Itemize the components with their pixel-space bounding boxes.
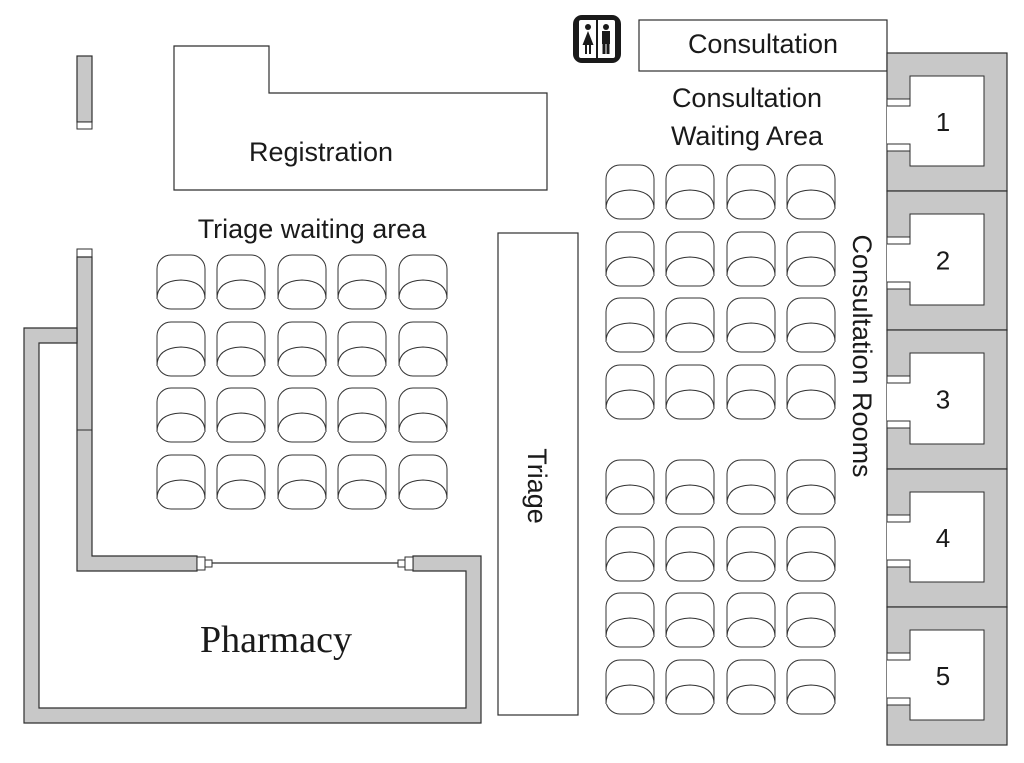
chair [665,164,715,220]
chair [156,321,206,377]
consultation-waiting-label-line2: Waiting Area [671,121,824,151]
room-number: 3 [936,385,950,415]
chair [216,254,266,310]
chair [726,659,776,715]
chair [786,231,836,287]
chair [337,321,387,377]
chair [605,592,655,648]
restroom-icon [573,15,621,63]
chair [605,459,655,515]
consultation-desk: Consultation [638,19,888,72]
consultation-room: 5 [886,606,1008,746]
consultation-room: 3 [886,329,1008,470]
chair [398,387,448,443]
triage-label: Triage [522,448,552,524]
top-left-wall-segment [76,55,93,130]
chair [277,454,327,510]
chair [337,387,387,443]
chair [337,254,387,310]
chair [665,297,715,353]
triage-desk: Triage [497,232,579,716]
triage-waiting-chairs [156,254,448,510]
chair [216,321,266,377]
chair [605,297,655,353]
chair [398,454,448,510]
registration-label: Registration [249,137,393,167]
pharmacy-label: Pharmacy [200,619,352,661]
chair [605,231,655,287]
chair [726,364,776,420]
chair [277,387,327,443]
chair [605,526,655,582]
chair [605,364,655,420]
consultation-rooms-label: Consultation Rooms [847,234,877,477]
consultation-room: 1 [886,52,1008,192]
chair [726,231,776,287]
chair [726,526,776,582]
consultation-label: Consultation [688,29,838,59]
consultation-room: 2 [886,190,1008,331]
triage-waiting-area-label: Triage waiting area [198,214,428,244]
chair [665,592,715,648]
chair [156,254,206,310]
chair [786,364,836,420]
chair [726,297,776,353]
consultation-room: 4 [886,468,1008,608]
consultation-waiting-label-line1: Consultation [672,83,822,113]
pharmacy-walls [23,248,482,724]
chair [277,254,327,310]
chair [726,164,776,220]
chair [665,459,715,515]
chair [786,459,836,515]
room-number: 1 [936,107,950,137]
consultation-waiting-chairs [605,164,836,715]
chair [786,592,836,648]
chair [337,454,387,510]
chair [665,659,715,715]
chair [665,526,715,582]
chair [665,231,715,287]
chair [216,454,266,510]
room-number: 2 [936,246,950,276]
chair [216,387,266,443]
chair [605,659,655,715]
chair [726,592,776,648]
room-number: 5 [936,661,950,691]
chair [605,164,655,220]
chair [665,364,715,420]
registration-desk: Registration [173,45,548,191]
chair [277,321,327,377]
chair [786,526,836,582]
chair [786,297,836,353]
chair [156,454,206,510]
chair [786,164,836,220]
chair [156,387,206,443]
chair [398,254,448,310]
chair [398,321,448,377]
chair [786,659,836,715]
consultation-rooms: 1 2 3 4 5 [886,52,1008,746]
chair [726,459,776,515]
room-number: 4 [936,523,950,553]
